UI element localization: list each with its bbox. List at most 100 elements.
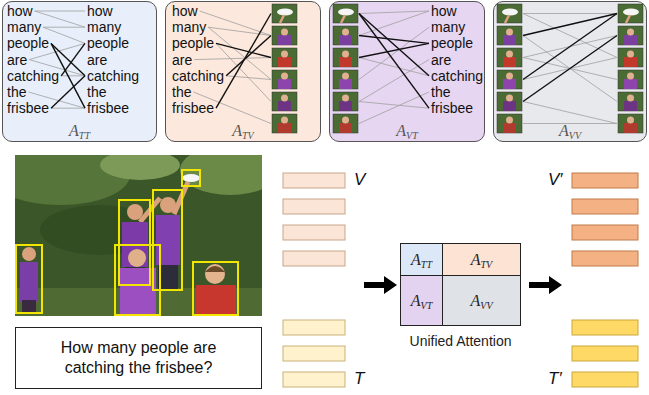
thumbnail xyxy=(333,26,358,45)
word-token: catching xyxy=(7,67,59,85)
word-token: are xyxy=(431,51,451,69)
detection-box xyxy=(115,245,160,315)
matrix-cell: AVT xyxy=(400,275,443,326)
person-head xyxy=(506,51,513,58)
photo xyxy=(15,155,262,316)
arm xyxy=(505,15,509,23)
detection-box xyxy=(182,170,200,186)
attention-line xyxy=(523,14,617,58)
attention-line xyxy=(359,36,429,44)
word-token: the xyxy=(172,83,191,101)
thumbnail-frame xyxy=(333,26,358,45)
thumbnail-frame xyxy=(272,26,297,45)
output-visual-features xyxy=(572,173,638,266)
person-body xyxy=(503,101,516,111)
person xyxy=(160,197,176,213)
person-head xyxy=(506,95,513,102)
word-token: the xyxy=(431,83,450,101)
feature-bar xyxy=(572,346,638,361)
person-body xyxy=(278,101,291,111)
word-token: many xyxy=(172,18,206,36)
thumbnail xyxy=(333,48,358,67)
word-token: how xyxy=(431,2,457,20)
math-subscript: TV xyxy=(242,130,254,141)
person-body xyxy=(339,79,352,89)
thumbnail xyxy=(618,26,643,45)
word-token: frisbee xyxy=(431,99,473,117)
math-subscript: VT xyxy=(406,130,418,141)
person xyxy=(20,262,38,302)
thumbnail xyxy=(272,48,297,67)
attention-symbol: AVT xyxy=(396,122,417,140)
word-token: are xyxy=(172,51,192,69)
thumbnail-frame xyxy=(497,92,522,111)
matrix-caption: Unified Attention xyxy=(380,332,541,350)
thumbnail xyxy=(618,48,643,67)
person-head xyxy=(342,51,349,58)
thumbnail xyxy=(618,4,643,23)
person-body xyxy=(339,35,352,45)
feature-bar xyxy=(283,320,345,335)
attention-line xyxy=(523,13,617,14)
person-body xyxy=(624,35,637,45)
word-token: the xyxy=(87,83,106,101)
person xyxy=(205,266,225,272)
attention-line xyxy=(523,14,617,36)
attention-symbol: AVV xyxy=(559,122,581,140)
thumbnail-frame xyxy=(333,4,358,23)
thumbnail-frame xyxy=(333,114,358,133)
attention-symbol: ATV xyxy=(471,251,492,269)
word-token: catching xyxy=(431,67,483,85)
person-body xyxy=(503,35,516,45)
attention-line xyxy=(359,102,429,109)
thumbnail xyxy=(618,92,643,111)
attention-line xyxy=(51,43,85,75)
word-token: many xyxy=(431,18,465,36)
person-head xyxy=(506,117,513,124)
frisbee xyxy=(182,174,200,182)
attention-line xyxy=(523,36,617,102)
person xyxy=(22,300,36,314)
math-subscript: VV xyxy=(480,300,492,311)
person-body xyxy=(278,79,291,89)
word-token: people xyxy=(87,34,129,52)
person-head xyxy=(342,73,349,80)
attention-line xyxy=(359,92,429,124)
thumbnail xyxy=(333,92,358,111)
visual-features xyxy=(283,173,345,266)
thumbnail-frame xyxy=(333,70,358,89)
detection-box xyxy=(119,200,150,285)
person-body xyxy=(624,79,637,89)
thumbnail xyxy=(497,92,522,111)
person-head xyxy=(281,117,288,124)
word-token: how xyxy=(7,2,33,20)
feature-label: T xyxy=(354,370,364,388)
thumbnail-frame xyxy=(618,26,643,45)
feature-bar xyxy=(283,199,345,214)
feature-bar xyxy=(283,251,345,266)
attention-line xyxy=(43,27,85,43)
feature-label: T′ xyxy=(548,370,562,388)
feature-bar xyxy=(572,320,638,335)
detection-box xyxy=(16,245,42,313)
word-token: are xyxy=(7,51,27,69)
attention-line xyxy=(194,58,271,60)
attention-line xyxy=(359,27,429,79)
attention-line xyxy=(28,92,85,108)
thumbnail-frame xyxy=(272,4,297,23)
person-body xyxy=(278,123,291,133)
feature-bar xyxy=(283,225,345,240)
person-body xyxy=(339,101,352,111)
question-text: How many people are catching the frisbee… xyxy=(44,338,233,378)
person-body xyxy=(624,57,637,67)
attention-matrix: Unified AttentionATTATVAVTAVV xyxy=(400,243,521,326)
person-head xyxy=(506,29,513,36)
thumbnail-frame xyxy=(618,114,643,133)
feature-bar xyxy=(283,346,345,361)
person-body xyxy=(339,57,352,67)
thumbnail-frame xyxy=(618,70,643,89)
attention-line xyxy=(359,11,429,14)
thumbnail-frame xyxy=(333,48,358,67)
